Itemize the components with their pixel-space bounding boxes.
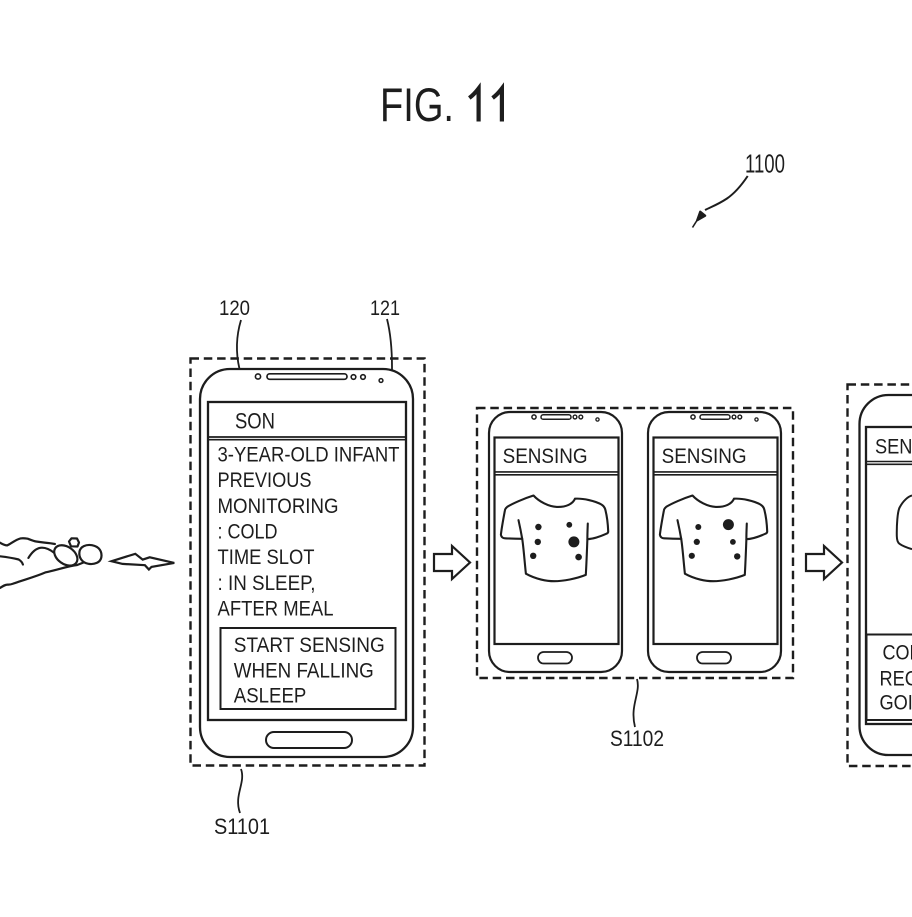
svg-text:WHEN FALLING: WHEN FALLING xyxy=(234,659,374,682)
svg-text:START SENSING: START SENSING xyxy=(234,634,385,657)
svg-text:3-YEAR-OLD INFANT: 3-YEAR-OLD INFANT xyxy=(218,443,400,466)
svg-text:RECOGNIZED,: RECOGNIZED, xyxy=(880,668,912,691)
svg-text:121: 121 xyxy=(370,297,400,320)
svg-text:SENSING: SENSING xyxy=(875,436,912,459)
svg-text:FIG.: FIG. xyxy=(380,78,454,131)
svg-text:S1101: S1101 xyxy=(214,814,270,839)
svg-text:MONITORING: MONITORING xyxy=(218,495,339,518)
svg-text:: IN SLEEP,: : IN SLEEP, xyxy=(218,572,316,595)
svg-text:AFTER MEAL: AFTER MEAL xyxy=(218,598,334,621)
svg-text:SENSING: SENSING xyxy=(503,445,588,468)
svg-text:1100: 1100 xyxy=(745,149,785,179)
svg-text:120: 120 xyxy=(219,297,250,320)
svg-text:GOING ON: GOING ON xyxy=(880,692,912,715)
svg-text:ASLEEP: ASLEEP xyxy=(234,684,306,707)
svg-text:COLD: COLD xyxy=(883,642,912,665)
svg-text:TIME SLOT: TIME SLOT xyxy=(218,546,315,569)
svg-text:S1102: S1102 xyxy=(610,726,664,751)
svg-text:: COLD: : COLD xyxy=(218,521,278,544)
svg-text:SENSING: SENSING xyxy=(662,445,747,468)
svg-text:PREVIOUS: PREVIOUS xyxy=(218,469,312,492)
svg-text:SON: SON xyxy=(235,409,275,434)
